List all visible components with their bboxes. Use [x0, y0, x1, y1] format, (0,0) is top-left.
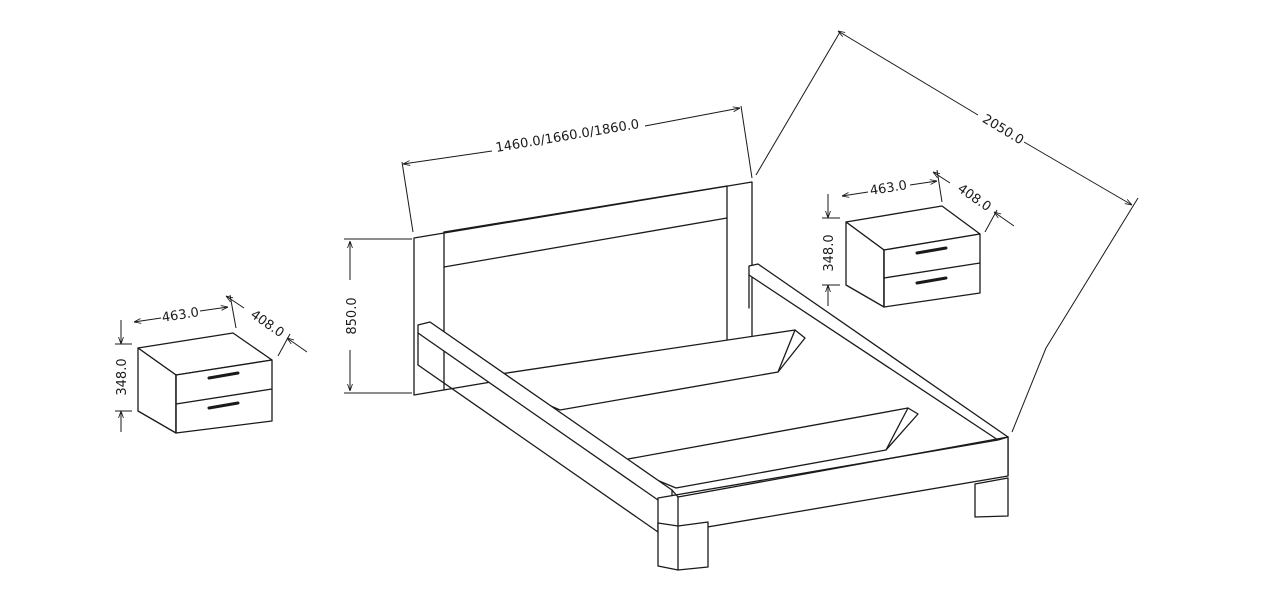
nightstand-left-height-dimension: 348.0 [115, 320, 132, 432]
nightstand-right-height-dimension: 348.0 [822, 194, 840, 306]
nightstand-left-width-label: 463.0 [161, 305, 200, 326]
nightstand-left-height-label: 348.0 [115, 358, 130, 395]
nightstand-left-width-dimension: 463.0 [134, 294, 237, 329]
bed: 1460.0/1660.0/1860.0 2050.0 850.0 [344, 31, 1139, 571]
bed-height-dimension: 850.0 [344, 238, 412, 394]
bed-frame [417, 263, 1009, 533]
nightstand-left: 463.0 408.0 348.0 [115, 294, 308, 434]
bed-width-label: 1460.0/1660.0/1860.0 [495, 117, 641, 156]
nightstand-right-height-label: 348.0 [822, 234, 837, 271]
nightstand-right-width-dimension: 463.0 [842, 169, 943, 203]
drawer-handle [207, 371, 240, 380]
nightstand-left-depth-label: 408.0 [247, 307, 286, 341]
drawer-handle [915, 276, 948, 285]
bed-length-label: 2050.0 [979, 112, 1026, 148]
nightstand-right: 463.0 408.0 348.0 [822, 169, 1015, 308]
nightstand-right-width-label: 463.0 [869, 178, 908, 199]
bed-legs [657, 477, 1009, 571]
nightstand-right-depth-label: 408.0 [954, 181, 993, 215]
drawer-handle [207, 401, 240, 410]
bed-height-label: 850.0 [345, 297, 360, 334]
drawer-handle [915, 246, 948, 255]
